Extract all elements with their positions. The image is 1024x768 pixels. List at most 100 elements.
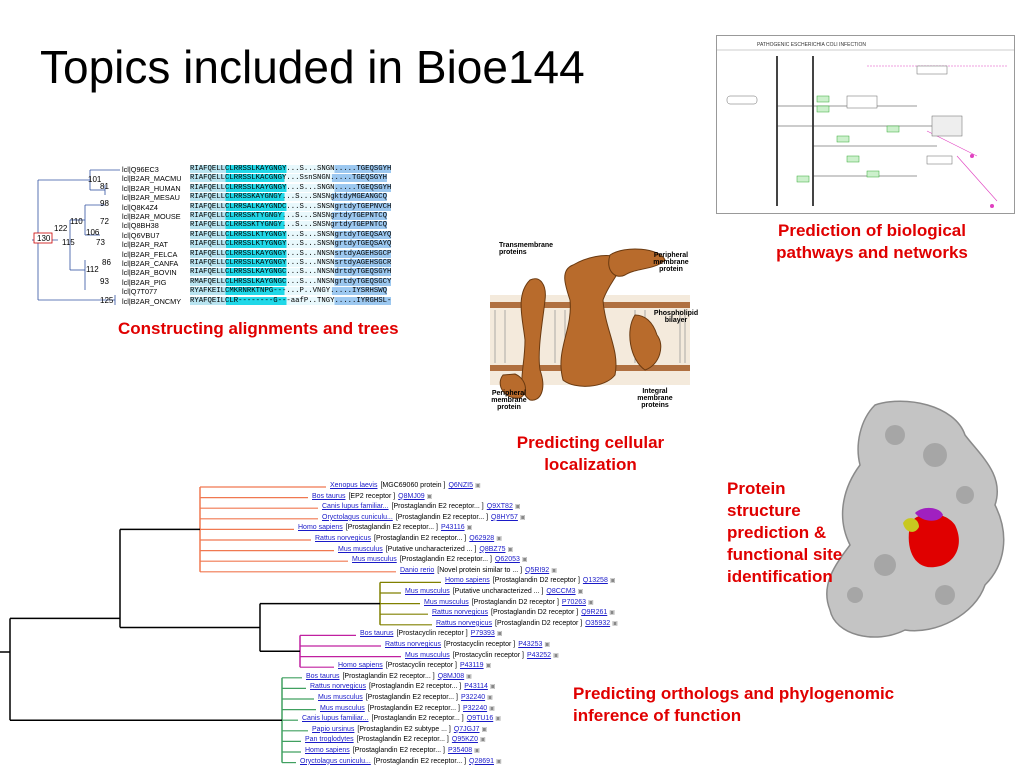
- species-link[interactable]: Papio ursinus: [312, 725, 355, 733]
- info-icon[interactable]: ▣: [426, 493, 433, 500]
- info-icon[interactable]: ▣: [551, 567, 557, 574]
- info-icon[interactable]: ▣: [609, 610, 615, 617]
- accession-link[interactable]: P43116: [440, 524, 465, 532]
- accession-link[interactable]: Q8HY57: [491, 513, 518, 521]
- alignment-row-sequence: RIAFQELLCLRRSSLKTYGNGY...S...SNSNgrtdyTG…: [190, 240, 392, 249]
- node-label: 81: [100, 182, 109, 191]
- species-link[interactable]: Canis lupus familiar...: [322, 503, 389, 511]
- species-link[interactable]: Bos taurus: [312, 492, 346, 500]
- species-link[interactable]: Canis lupus familiar...: [302, 715, 369, 723]
- protein-description: [Prostaglandin D2 receptor ]: [491, 609, 579, 617]
- species-link[interactable]: Rattus norvegicus: [315, 535, 372, 542]
- protein-description: [Prostacyclin receptor ]: [385, 662, 457, 670]
- species-link[interactable]: Xenopus laevis: [330, 482, 378, 489]
- species-link[interactable]: Mus musculus: [318, 694, 363, 701]
- ortholog-leaf: Bos taurus[Prostacyclin receptor ]P79393…: [360, 630, 502, 637]
- species-link[interactable]: Homo sapiens: [445, 577, 490, 585]
- accession-link[interactable]: P32240: [462, 704, 488, 712]
- species-link[interactable]: Rattus norvegicus: [436, 619, 493, 627]
- species-link[interactable]: Oryctolagus cuniculu...: [322, 513, 393, 521]
- info-icon[interactable]: ▣: [495, 716, 501, 723]
- species-link[interactable]: Mus musculus: [352, 556, 397, 564]
- info-icon[interactable]: ▣: [466, 525, 473, 532]
- membrane-diagram: [485, 240, 700, 412]
- accession-link[interactable]: Q95KZ0: [451, 736, 478, 744]
- species-link[interactable]: Mus musculus: [405, 651, 450, 659]
- info-icon[interactable]: ▣: [612, 620, 618, 627]
- protein-surface-render: [826, 400, 1005, 638]
- accession-link[interactable]: P43119: [459, 662, 484, 670]
- info-icon[interactable]: ▣: [609, 578, 616, 585]
- info-icon[interactable]: ▣: [479, 737, 486, 744]
- info-icon[interactable]: ▣: [489, 684, 496, 691]
- info-icon[interactable]: ▣: [466, 673, 472, 680]
- species-link[interactable]: Rattus norvegicus: [385, 641, 442, 648]
- species-link[interactable]: Mus musculus: [320, 704, 365, 712]
- info-icon[interactable]: ▣: [577, 589, 584, 595]
- label-transmembrane: Transmembrane proteins: [499, 242, 554, 256]
- guide-tree: 130 122 115 110 106 101 98 81 72 73 86 1…: [32, 169, 120, 305]
- alignment-row-id: lcl|B2AR_BOVIN: [122, 268, 177, 278]
- accession-link[interactable]: P32240: [460, 694, 486, 701]
- accession-link[interactable]: P35408: [447, 747, 473, 754]
- accession-link[interactable]: Q5RI92: [525, 566, 550, 574]
- info-icon[interactable]: ▣: [485, 663, 492, 670]
- info-icon[interactable]: ▣: [489, 705, 495, 712]
- species-link[interactable]: Rattus norvegicus: [310, 683, 367, 691]
- species-link[interactable]: Pan troglodytes: [305, 736, 354, 744]
- protein-description: [Prostaglandin E2 receptor... ]: [342, 672, 435, 680]
- species-link[interactable]: Homo sapiens: [338, 662, 383, 670]
- accession-link[interactable]: Q62053: [494, 556, 520, 564]
- accession-link[interactable]: Q62928: [469, 535, 495, 542]
- accession-link[interactable]: Q13258: [582, 577, 608, 585]
- protein-description: [Prostaglandin E2 receptor... ]: [365, 694, 458, 701]
- ortholog-leaf: Oryctolagus cuniculu...[Prostaglandin E2…: [300, 758, 502, 765]
- info-icon[interactable]: ▣: [507, 546, 514, 553]
- accession-link[interactable]: Q28691: [469, 757, 494, 765]
- accession-link[interactable]: Q8CCM3: [546, 588, 576, 595]
- accession-link[interactable]: P70263: [561, 598, 587, 606]
- accession-link[interactable]: Q8MJ09: [398, 492, 425, 500]
- species-link[interactable]: Homo sapiens: [305, 747, 350, 754]
- accession-link[interactable]: O35932: [585, 619, 611, 627]
- info-icon[interactable]: ▣: [474, 483, 481, 489]
- info-icon[interactable]: ▣: [514, 504, 521, 511]
- species-link[interactable]: Oryctolagus cuniculu...: [300, 757, 371, 765]
- accession-link[interactable]: Q7JGJ7: [453, 725, 480, 733]
- species-link[interactable]: Danio rerio: [400, 566, 435, 574]
- alignment-row-id: lcl|B2AR_ONCMY: [122, 296, 182, 306]
- species-link[interactable]: Mus musculus: [424, 598, 469, 606]
- info-icon[interactable]: ▣: [553, 652, 559, 659]
- info-icon[interactable]: ▣: [496, 631, 503, 638]
- accession-link[interactable]: Q8BZ75: [479, 545, 506, 553]
- ortholog-leaf: Mus musculus[Prostaglandin E2 receptor..…: [320, 705, 495, 712]
- species-link[interactable]: Bos taurus: [360, 630, 394, 638]
- info-icon[interactable]: ▣: [544, 642, 551, 648]
- accession-link[interactable]: P43252: [526, 651, 552, 659]
- info-icon[interactable]: ▣: [487, 695, 493, 701]
- species-link[interactable]: Mus musculus: [338, 545, 383, 553]
- accession-link[interactable]: Q8MJ08: [437, 672, 465, 680]
- info-icon[interactable]: ▣: [521, 557, 528, 564]
- accession-link[interactable]: P43253: [518, 641, 543, 648]
- ortholog-leaf: Oryctolagus cuniculu...[Prostaglandin E2…: [322, 514, 526, 521]
- protein-structure-figure: [815, 395, 1020, 650]
- info-icon[interactable]: ▣: [474, 748, 480, 754]
- info-icon[interactable]: ▣: [496, 536, 502, 542]
- species-link[interactable]: Bos taurus: [306, 672, 340, 680]
- accession-link[interactable]: P43114: [464, 683, 488, 691]
- species-link[interactable]: Rattus norvegicus: [432, 609, 489, 617]
- info-icon[interactable]: ▣: [588, 599, 594, 606]
- info-icon[interactable]: ▣: [519, 514, 526, 521]
- species-link[interactable]: Homo sapiens: [298, 524, 343, 532]
- info-icon[interactable]: ▣: [481, 726, 488, 733]
- protein-description: [MGC69060 protein ]: [380, 482, 446, 489]
- accession-link[interactable]: Q9TU16: [466, 715, 494, 723]
- species-link[interactable]: Mus musculus: [405, 588, 450, 595]
- alignment-row-sequence: RYAFKEILCMKRNRKTNPG---...P..VNGY.....IYS…: [190, 287, 388, 296]
- accession-link[interactable]: Q6NZI5: [448, 482, 473, 489]
- accession-link[interactable]: P79393: [470, 630, 495, 638]
- accession-link[interactable]: Q9XT82: [486, 503, 513, 511]
- accession-link[interactable]: Q9R261: [581, 609, 608, 617]
- info-icon[interactable]: ▣: [495, 758, 502, 765]
